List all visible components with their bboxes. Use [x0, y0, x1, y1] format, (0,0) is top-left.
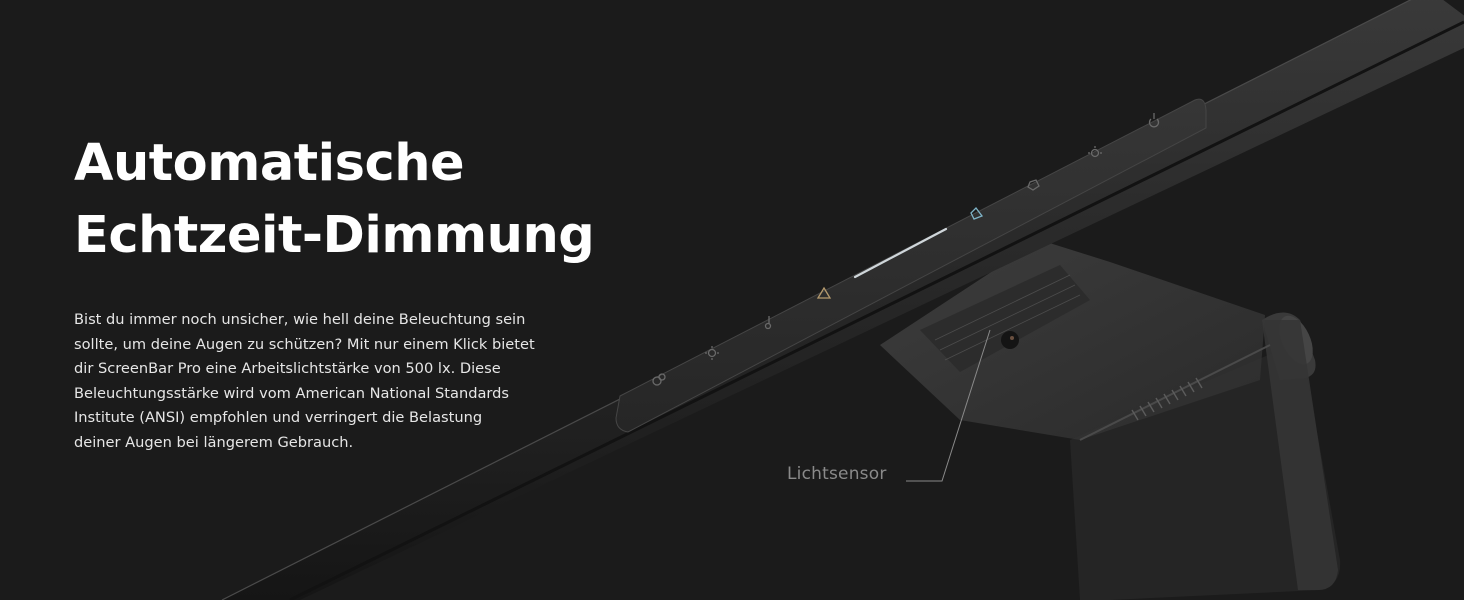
- favorite-mode-icon: [1027, 179, 1040, 191]
- description-line: Institute (ANSI) empfohlen und verringer…: [74, 409, 483, 427]
- callout-leader-line: [906, 329, 991, 482]
- brightness-icon: [705, 346, 719, 360]
- description-line: dir ScreenBar Pro eine Arbeitslichtstärk…: [74, 360, 501, 378]
- headline-line-2: Echtzeit-Dimmung: [74, 206, 595, 265]
- description-line: Bist du immer noch unsicher, wie hell de…: [74, 311, 526, 328]
- description-line: deiner Augen bei längerem Gebrauch.: [74, 433, 354, 451]
- warm-light-icon: [816, 286, 832, 299]
- feature-description: Bist du immer noch unsicher, wie hell de…: [74, 308, 594, 456]
- clamp-arm: [880, 240, 1271, 441]
- color-temperature-icon: [764, 316, 772, 330]
- auto-dimming-icon: [652, 373, 666, 386]
- description-line: sollte, um deine Augen zu schützen? Mit …: [74, 335, 535, 353]
- clamp-back: [1070, 312, 1341, 600]
- description-line: Beleuchtungsstärke wird vom American Nat…: [74, 384, 510, 402]
- headline: Automatische Echtzeit-Dimmung: [74, 128, 634, 272]
- light-sensor-callout-label: Lichtsensor: [787, 464, 887, 484]
- backlight-icon: [1088, 146, 1102, 158]
- cool-light-icon: [970, 207, 984, 220]
- headline-line-1: Automatische: [74, 134, 465, 193]
- feature-text-block: Automatische Echtzeit-Dimmung Bist du im…: [74, 128, 634, 456]
- power-icon: [1148, 113, 1160, 128]
